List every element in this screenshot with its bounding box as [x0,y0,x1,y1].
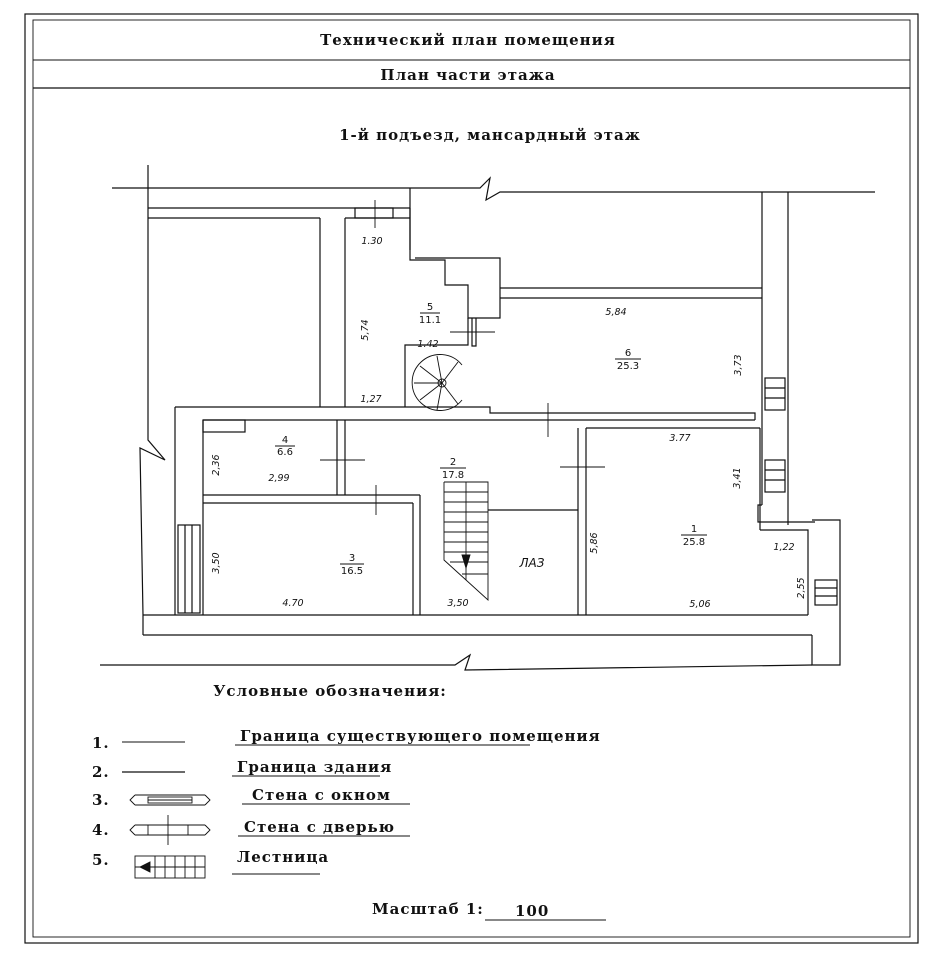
svg-text:3: 3 [349,553,355,564]
dimension-labels: 1.30 5,74 1.42 1,27 5,84 3,73 3.77 3,41 … [211,236,807,610]
legend-title: Условные обозначения: [213,682,447,700]
legend-item-3: 3. Стена с окном [92,786,410,809]
room-2-label: 2 17.8 [440,457,466,481]
staircase-icon [443,481,489,602]
room-5-label: 5 11.1 [419,302,441,326]
door-wall-icon [129,815,211,845]
svg-text:17.8: 17.8 [442,470,464,481]
svg-text:1,27: 1,27 [360,394,381,405]
window-wall-icon [129,794,211,806]
svg-text:100: 100 [515,902,549,920]
legend-item-2: 2. Граница здания [92,758,392,781]
legend-item-1: 1. Граница существующего помещения [92,727,601,752]
door-markers [320,200,605,515]
svg-text:2,55: 2,55 [796,577,807,598]
svg-text:5: 5 [427,302,433,313]
legend-item-4: 4. Стена с дверью [92,815,410,845]
svg-text:5,86: 5,86 [589,532,600,553]
svg-text:3,50: 3,50 [211,552,222,573]
svg-text:1.: 1. [92,734,110,752]
svg-text:2: 2 [450,457,456,468]
svg-text:25.3: 25.3 [617,361,639,372]
svg-text:Стена с дверью: Стена с дверью [244,818,395,836]
svg-text:2,36: 2,36 [211,454,222,475]
hatch-label: ЛАЗ [519,556,545,570]
svg-text:Масштаб 1:: Масштаб 1: [372,900,484,918]
svg-text:2.: 2. [92,763,110,781]
document-frame [24,13,919,944]
svg-text:2,99: 2,99 [268,473,289,484]
legend-item-5: 5. Лестница [92,848,329,879]
stair-icon [134,855,206,879]
room-3-label: 3 16.5 [340,553,364,577]
svg-text:3,41: 3,41 [732,467,743,488]
svg-text:1,22: 1,22 [773,542,794,553]
room-4-label: 4 6.6 [275,435,295,458]
svg-text:5,74: 5,74 [360,319,371,340]
room-6-label: 6 25.3 [615,348,641,372]
document-subtitle: План части этажа [380,66,555,84]
scale-label: Масштаб 1: 100 [372,900,606,921]
svg-text:4.: 4. [92,821,110,839]
document-title: Технический план помещения [320,31,616,49]
spiral-staircase-icon [411,354,463,411]
svg-text:1: 1 [691,524,697,535]
svg-text:3.: 3. [92,791,110,809]
svg-text:Граница здания: Граница здания [237,758,392,776]
room-1-label: 1 25.8 [681,524,707,548]
svg-text:Стена с окном: Стена с окном [252,786,391,804]
svg-text:6.6: 6.6 [277,447,293,458]
plan-caption: 1-й подъезд, мансардный этаж [339,126,641,144]
building-walls [100,165,875,671]
svg-text:25.8: 25.8 [683,537,705,548]
svg-text:5.: 5. [92,851,110,869]
svg-text:3.77: 3.77 [669,433,690,444]
svg-text:Граница существующего помещени: Граница существующего помещения [240,727,601,745]
svg-text:16.5: 16.5 [341,566,363,577]
svg-text:11.1: 11.1 [419,315,441,326]
svg-text:5,84: 5,84 [605,307,626,318]
svg-text:3,50: 3,50 [447,598,468,609]
svg-text:4: 4 [282,435,288,446]
svg-text:1.42: 1.42 [417,339,438,350]
svg-text:6: 6 [625,348,631,359]
svg-text:Лестница: Лестница [237,848,329,866]
svg-text:1.30: 1.30 [361,236,382,247]
svg-text:3,73: 3,73 [733,354,744,375]
svg-text:4.70: 4.70 [282,598,303,609]
svg-text:5,06: 5,06 [689,599,710,610]
